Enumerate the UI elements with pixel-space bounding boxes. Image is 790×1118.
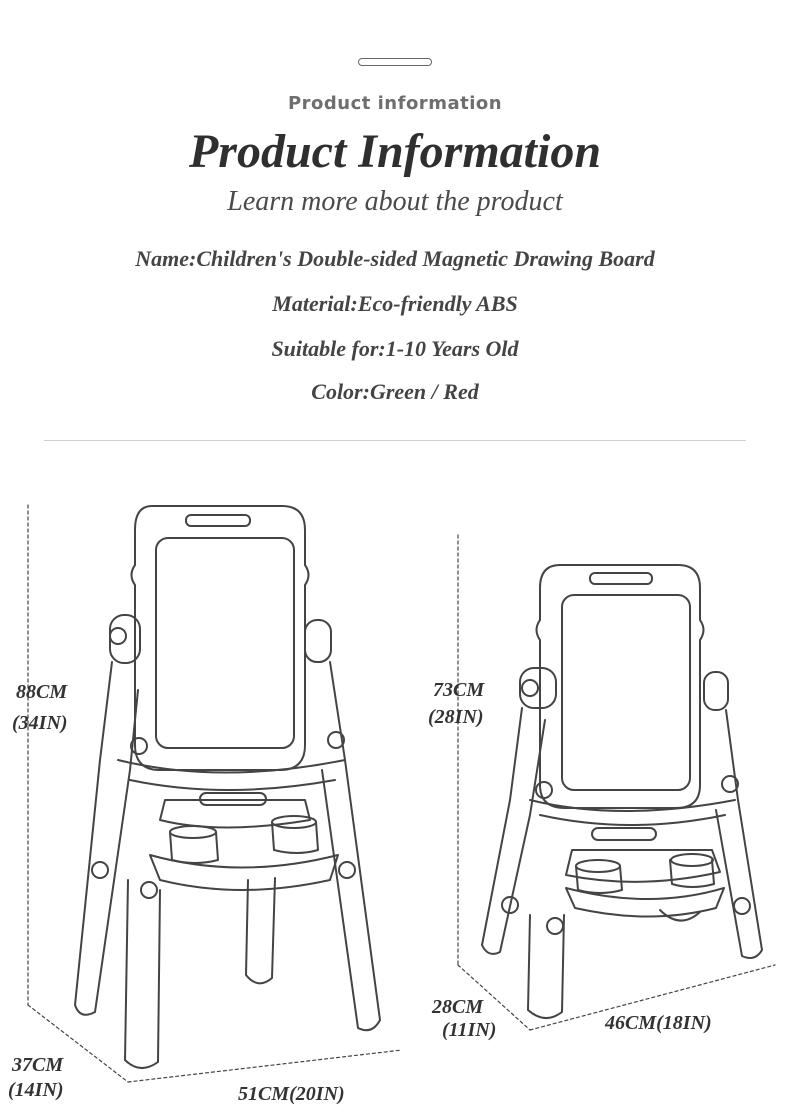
section-divider [44, 440, 746, 441]
spec-suitable-age: Suitable for:1-10 Years Old [271, 336, 519, 361]
large-depth-cm: 37CM [12, 1054, 64, 1076]
section-eyebrow: Product information [287, 93, 503, 114]
spec-name: Name:Children's Double-sided Magnetic Dr… [135, 246, 655, 271]
page-title: Product Information [188, 125, 602, 178]
large-height-in: (34IN) [12, 712, 68, 734]
small-depth-cm: 28CM [432, 996, 484, 1018]
small-height-cm: 73CM [433, 679, 485, 701]
large-width: 51CM(20IN) [238, 1083, 345, 1105]
spec-material: Material:Eco-friendly ABS [272, 291, 518, 316]
spec-color: Color:Green / Red [311, 379, 479, 404]
large-easel-drawing [27, 504, 403, 1083]
small-easel-drawing [457, 534, 776, 1031]
handle-pill-icon [358, 58, 432, 66]
small-depth-in: (11IN) [442, 1019, 497, 1041]
large-depth-in: (14IN) [8, 1079, 64, 1101]
large-height-cm: 88CM [16, 681, 68, 703]
small-height-in: (28IN) [428, 706, 484, 728]
page-subtitle: Learn more about the product [227, 186, 563, 217]
small-width: 46CM(18IN) [605, 1012, 712, 1034]
